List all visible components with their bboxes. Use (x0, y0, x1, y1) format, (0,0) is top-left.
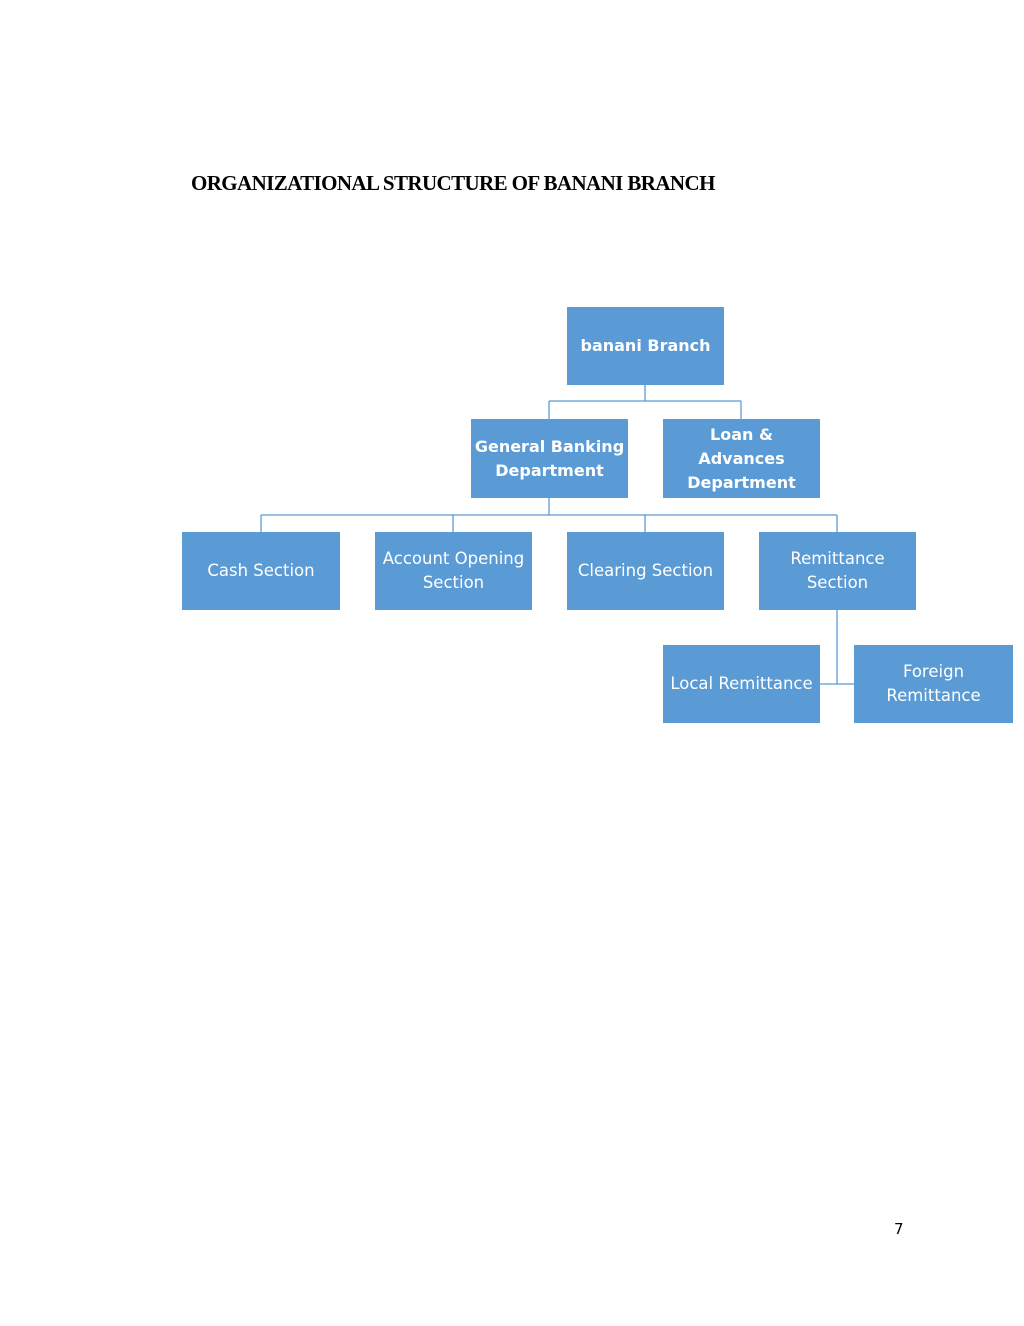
node-account-opening-section: Account Opening Section (375, 532, 532, 610)
node-loan-advances-department: Loan & Advances Department (663, 419, 820, 498)
node-foreign-remittance: Foreign Remittance (854, 645, 1013, 723)
page-title: ORGANIZATIONAL STRUCTURE OF BANANI BRANC… (191, 171, 715, 195)
node-banani-branch: banani Branch (567, 307, 724, 385)
node-general-banking-department: General Banking Department (471, 419, 628, 498)
node-cash-section: Cash Section (182, 532, 340, 610)
node-local-remittance: Local Remittance (663, 645, 820, 723)
page-number: 7 (894, 1220, 904, 1238)
node-remittance-section: Remittance Section (759, 532, 916, 610)
node-clearing-section: Clearing Section (567, 532, 724, 610)
